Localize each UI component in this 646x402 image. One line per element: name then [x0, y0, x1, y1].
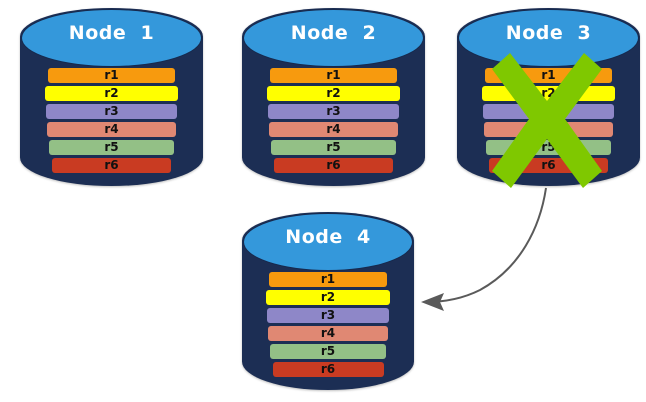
node-1-title: Node 1	[68, 22, 155, 44]
node-1-rows: r1 r2 r3 r4 r5 r6	[20, 68, 203, 176]
node-3-row-r5[interactable]: r5	[486, 140, 611, 155]
node-1-row-r2[interactable]: r2	[45, 86, 178, 101]
node-2-row-r6[interactable]: r6	[274, 158, 393, 173]
node-2-row-r3[interactable]: r3	[268, 104, 399, 119]
node-3-row-r6[interactable]: r6	[489, 158, 608, 173]
node-3-row-r2[interactable]: r2	[482, 86, 615, 101]
node-1-row-r1[interactable]: r1	[48, 68, 175, 83]
node-1-row-r4[interactable]: r4	[47, 122, 176, 137]
arrowhead-icon	[421, 293, 444, 311]
node-4-row-r5[interactable]: r5	[270, 344, 386, 359]
node-4-row-r1[interactable]: r1	[269, 272, 387, 287]
node-1-cylinder-top	[21, 9, 202, 67]
node-2[interactable]: Node 2 r1 r2 r3 r4 r5 r6	[242, 8, 425, 186]
node-2-row-r4[interactable]: r4	[269, 122, 398, 137]
node-1-row-r3[interactable]: r3	[46, 104, 177, 119]
node-4-title: Node 4	[285, 226, 371, 248]
node-4[interactable]: Node 4 r1 r2 r3 r4 r5 r6	[242, 212, 414, 390]
node-4-row-r2[interactable]: r2	[266, 290, 390, 305]
node-1-row-r6[interactable]: r6	[52, 158, 171, 173]
node-1-row-r5[interactable]: r5	[49, 140, 174, 155]
node-3[interactable]: Node 3 r1 r2 r3 r4 r5 r6	[457, 8, 640, 188]
node-3-title: Node 3	[505, 22, 592, 44]
node-3-rows: r1 r2 r3 r4 r5 r6	[457, 68, 640, 176]
node-4-row-r3[interactable]: r3	[267, 308, 389, 323]
node-2-row-r1[interactable]: r1	[270, 68, 397, 83]
node-2-row-r2[interactable]: r2	[267, 86, 400, 101]
node-4-rows: r1 r2 r3 r4 r5 r6	[242, 272, 414, 380]
node-2-title: Node 2	[290, 22, 377, 44]
node-3-row-r3[interactable]: r3	[483, 104, 614, 119]
node-2-rows: r1 r2 r3 r4 r5 r6	[242, 68, 425, 176]
node-3-row-r1[interactable]: r1	[485, 68, 612, 83]
node-2-cylinder-top	[243, 9, 424, 67]
node-4-row-r4[interactable]: r4	[268, 326, 388, 341]
node-4-cylinder-top	[243, 213, 413, 271]
node-1[interactable]: Node 1 r1 r2 r3 r4 r5 r6	[20, 8, 203, 186]
node-2-row-r5[interactable]: r5	[271, 140, 396, 155]
node-3-row-r4[interactable]: r4	[484, 122, 613, 137]
node-4-row-r6[interactable]: r6	[272, 362, 384, 377]
